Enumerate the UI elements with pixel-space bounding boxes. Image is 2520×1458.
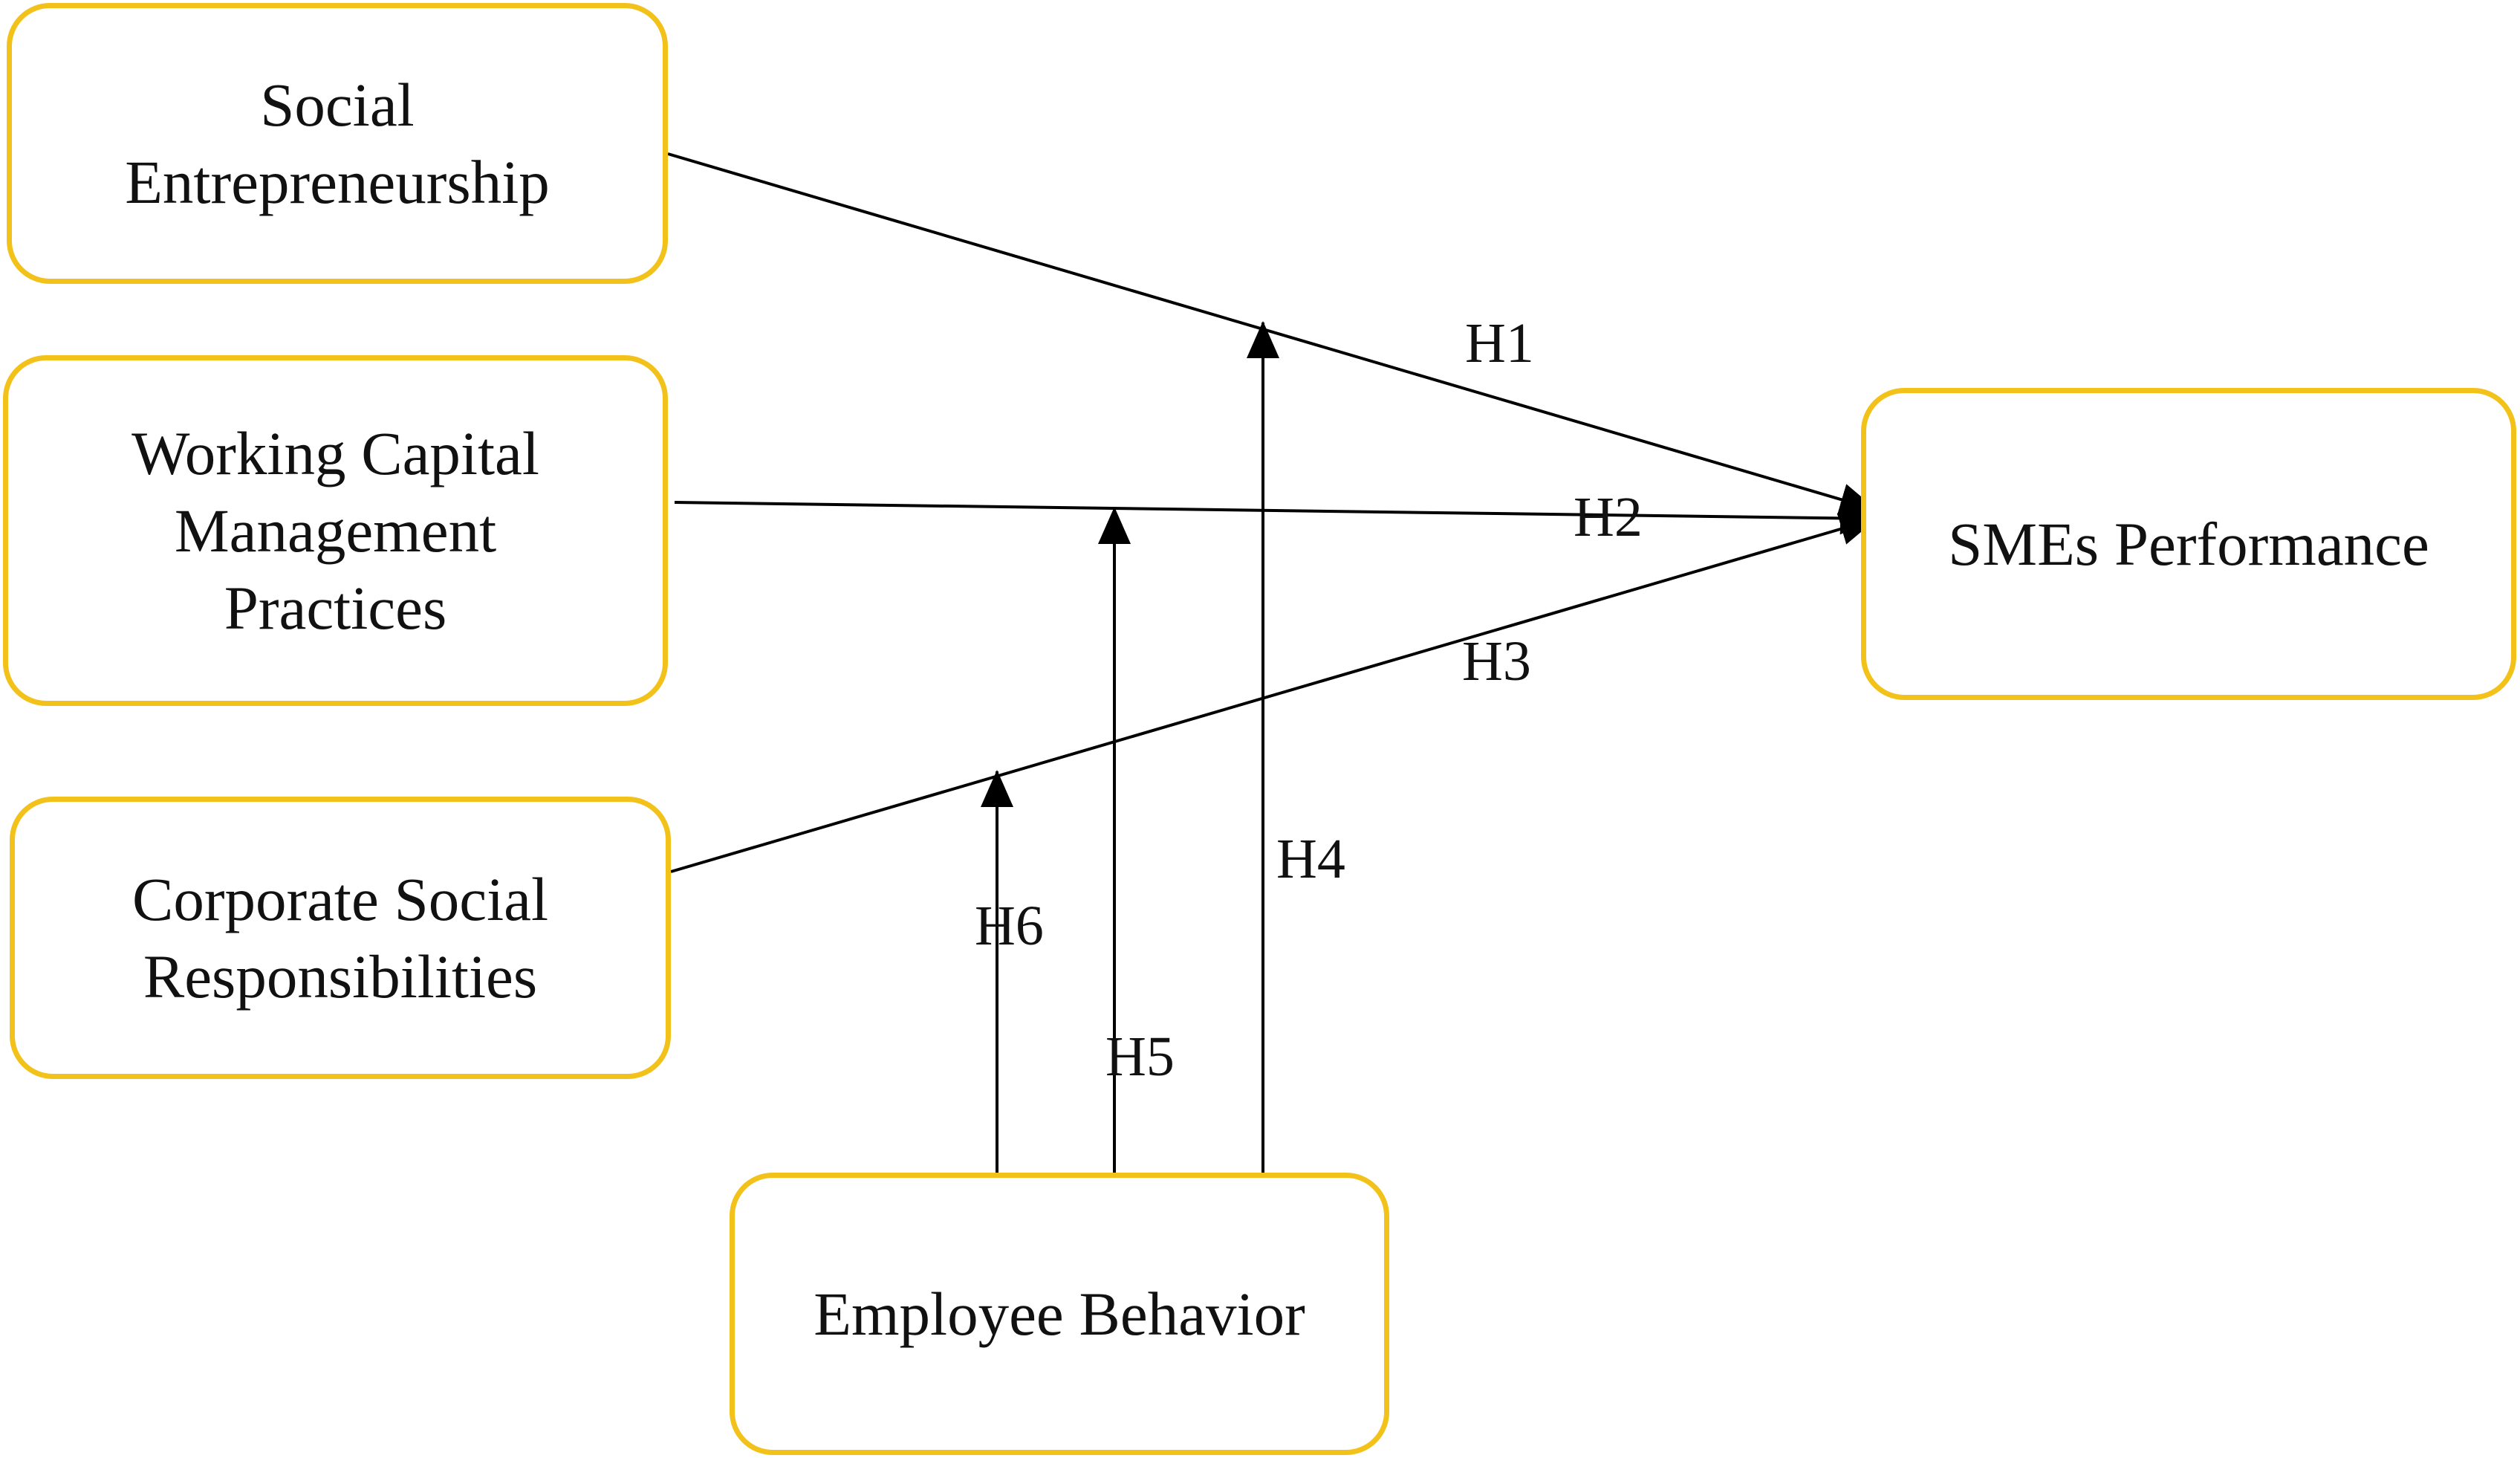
edge-h2-wcm-to-smes [674,501,1877,535]
hypothesis-label-h5: H5 [1105,1026,1175,1088]
node-working-capital-management: Working Capital Management Practices [3,355,668,706]
hypothesis-label-h6: H6 [975,895,1044,957]
node-corporate-social-responsibilities: Corporate Social Responsibilities [10,797,671,1079]
node-smes-performance: SMEs Performance [1861,388,2516,700]
edge-h1-social-to-smes [667,152,1877,516]
node-social-entrepreneurship: Social Entrepreneurship [7,3,668,284]
node-employee-behavior: Employee Behavior [730,1173,1389,1455]
hypothesis-label-h4: H4 [1276,828,1345,890]
hypothesis-label-h1: H1 [1465,312,1534,375]
hypothesis-label-h2: H2 [1574,486,1643,548]
hypothesis-label-h3: H3 [1462,630,1531,693]
edge-h3-csr-to-smes [670,513,1877,873]
